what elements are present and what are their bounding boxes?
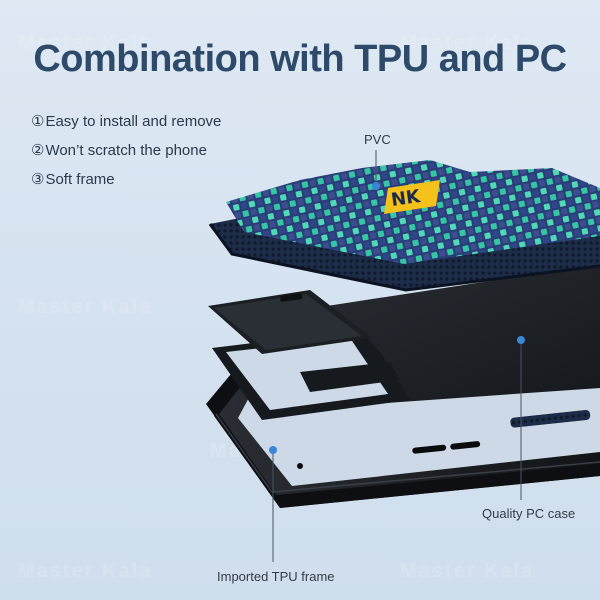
feature-text: Easy to install and remove xyxy=(45,113,222,130)
page-title: Combination with TPU and PC xyxy=(33,38,567,80)
feature-list: ①Easy to install and remove ②Won’t scrat… xyxy=(31,111,222,198)
feature-item: ①Easy to install and remove xyxy=(31,111,222,140)
callout-dot-icon xyxy=(269,446,277,454)
feature-text: Won’t scratch the phone xyxy=(45,142,207,159)
badge-text: NK xyxy=(390,186,423,211)
watermark: Master Kala xyxy=(18,32,153,54)
callout-dot-icon xyxy=(372,182,380,190)
feature-marker: ② xyxy=(31,142,45,159)
callout-pc-label: Quality PC case xyxy=(482,506,576,521)
watermark: Master Kala xyxy=(18,560,153,582)
pc-case xyxy=(208,264,600,420)
callout-tpu-label: Imported TPU frame xyxy=(217,569,335,584)
callout-pvc-indicator xyxy=(372,150,380,190)
feature-item: ③Soft frame xyxy=(31,169,222,198)
callout-pc-indicator xyxy=(517,336,525,500)
feature-text: Soft frame xyxy=(45,171,115,188)
watermark: Master Kala xyxy=(400,560,535,582)
callout-pvc-label: PVC xyxy=(364,132,391,147)
side-buttons xyxy=(412,410,591,454)
feature-marker: ① xyxy=(31,113,45,130)
watermark: Master Kala xyxy=(400,32,535,54)
callout-dot-icon xyxy=(517,336,525,344)
pvc-cover: NK xyxy=(208,160,600,292)
callout-tpu-indicator xyxy=(269,446,277,562)
feature-marker: ③ xyxy=(31,171,45,188)
watermark: Master Kala xyxy=(18,296,153,318)
feature-item: ②Won’t scratch the phone xyxy=(31,140,222,169)
nk-badge: NK xyxy=(384,180,440,214)
